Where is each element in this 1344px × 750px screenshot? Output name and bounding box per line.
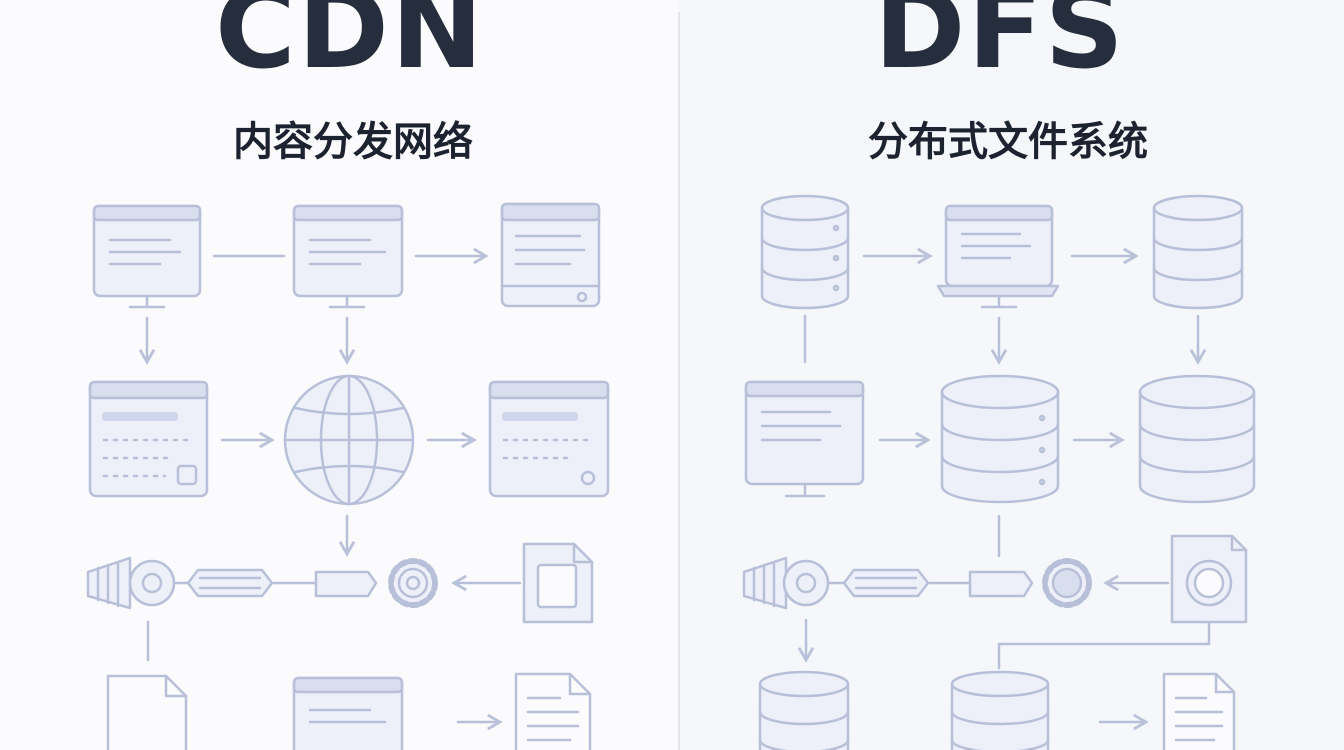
- database-icon: [760, 194, 850, 310]
- pipe-segment-icon: [968, 570, 1034, 598]
- database-icon: [950, 670, 1050, 750]
- database-icon: [940, 374, 1060, 504]
- file-icon: [522, 542, 594, 624]
- database-icon: [1152, 194, 1244, 310]
- monitor-icon: [292, 676, 404, 750]
- connector-line: [997, 620, 1211, 670]
- tablet-icon: [500, 202, 601, 308]
- document-icon: [1162, 672, 1236, 750]
- browser-window-icon: [88, 380, 209, 498]
- monitor-icon: [292, 204, 404, 309]
- monitor-icon: [744, 380, 865, 498]
- database-icon: [1138, 374, 1256, 504]
- document-icon: [514, 672, 592, 750]
- gear-icon: [388, 558, 438, 608]
- cdn-title: CDN: [214, 0, 486, 93]
- laptop-icon: [936, 204, 1060, 309]
- dfs-panel: [680, 0, 1344, 750]
- globe-icon: [283, 374, 415, 506]
- monitor-icon: [92, 204, 202, 309]
- browser-window-icon: [488, 380, 610, 498]
- panel-divider: [678, 12, 680, 750]
- drill-icon: [742, 556, 830, 610]
- drill-icon: [86, 556, 176, 610]
- database-icon: [758, 670, 850, 750]
- document-icon: [106, 674, 188, 750]
- disk-drive-icon: [1170, 534, 1248, 624]
- pipe-segment-icon: [186, 568, 274, 598]
- gear-icon: [1042, 558, 1092, 608]
- cdn-panel: [0, 0, 678, 750]
- dfs-title: DFS: [874, 0, 1126, 93]
- pipe-segment-icon: [842, 568, 930, 598]
- pipe-segment-icon: [314, 570, 378, 598]
- dfs-subtitle: 分布式文件系统: [868, 119, 1148, 165]
- cdn-subtitle: 内容分发网络: [233, 119, 473, 165]
